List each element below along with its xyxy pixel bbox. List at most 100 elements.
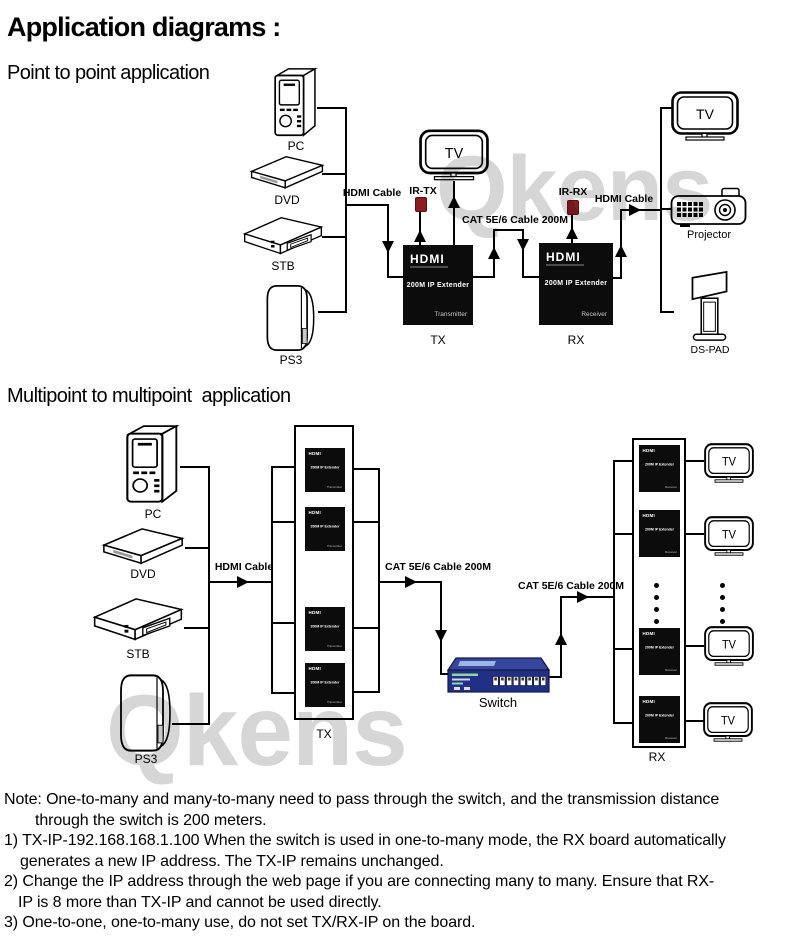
ir-tx-label: IR-TX [409,185,437,197]
dspad-label: DS-PAD [690,344,730,356]
stb-icon [242,216,324,255]
pc-label: PC [287,139,305,153]
mp-tx-out-bus [378,468,380,693]
switch-label: Switch [478,695,518,710]
rx-extender-box: HDMI 200M IP Extender Receiver [539,243,613,325]
rx-label: RX [648,750,666,764]
arrow-down-icon [517,239,529,251]
extender-model: 200M IP Extender [544,280,608,287]
mp-tx-in-bus [271,466,273,694]
cat-cable-label: CAT 5E/6 Cable 200M [462,214,569,226]
tv-icon: TV [703,702,753,742]
ir-rx-dongle-icon [567,200,579,215]
note-line: through the switch is 200 meters. [35,811,267,829]
mp-tx-out-stub [354,468,380,470]
mp-stb-stub [184,627,210,629]
extender-model: 200M IP Extender [645,528,674,532]
p2p-into-tx-line [387,276,403,278]
ps3-label: PS3 [279,353,303,367]
mp-tx-in-stub [273,622,294,624]
ps3-label: PS3 [134,752,158,766]
extender-model: 200M IP Extender [310,625,340,629]
ellipsis-dot [720,607,725,612]
ellipsis-dot [654,619,659,624]
mp-cat1-v [440,581,442,675]
pc-icon [126,424,180,504]
tv-icon: TV [419,129,489,181]
extender-model: 200M IP Extender [406,282,470,289]
tv-text: TV [696,106,715,122]
p2p-irtx-line [419,209,421,245]
watermark: Qkens [106,675,408,787]
hdmi-logo: HDMI [308,610,321,615]
p2p-hdmi-line-h [345,204,389,206]
ellipsis-dot [654,595,659,600]
arrow-up-icon [414,230,426,242]
p2p-projector-stub [662,208,672,210]
mp-rx-in-stub [613,722,632,724]
mp-rx-in-stub [615,533,632,535]
hdmi-logo: HDMI [410,252,445,266]
tv-icon: TV [671,91,739,141]
arrow-up-icon [615,245,627,257]
mp-rx-in-bus [613,460,615,724]
ps3-icon [120,674,171,752]
p2p-cat-line-h [493,229,524,231]
p2p-heading: Point to point application [7,62,210,84]
p2p-hdmi-out-h [620,209,662,211]
cat-cable-label: CAT 5E/6 Cable 200M [385,561,492,573]
hdmi-cable-label: HDMI Cable [342,187,402,199]
p2p-rx-out-line [613,277,622,279]
arrow-right-icon [405,576,417,588]
mp-tx-out-stub [354,691,380,693]
ellipsis-dot [654,583,659,588]
mp-rx-in-stub [615,460,632,462]
p2p-sink-bus [660,107,662,313]
mp-tv-stub [686,645,704,647]
tv-text: TV [722,529,736,541]
arrow-down-icon [435,630,447,642]
cat-cable-label: CAT 5E/6 Cable 200M [518,580,625,592]
mp-tx-in-stub [273,521,294,523]
mp-tv-stub [686,460,704,462]
mp-rx-in-stub [615,648,632,650]
hdmi-logo: HDMI [642,448,655,453]
hdmi-logo: HDMI [546,250,581,264]
p2p-cat-line-v2 [522,229,524,278]
arrow-up-icon [488,247,500,259]
hdmi-logo: HDMI [642,513,655,518]
ir-rx-label: IR-RX [558,186,588,198]
p2p-dvd-stub [322,173,347,175]
projector-label: Projector [686,229,732,241]
projector-icon [670,187,747,227]
mp-tx-out-stub [354,521,380,523]
stb-label: STB [271,259,295,273]
tx-label: TX [430,333,446,347]
p2p-ps3-stub [318,311,347,313]
note-line: generates a new IP address. The TX-IP re… [20,852,444,870]
extender-model: 200M IP Extender [310,466,340,470]
ir-tx-dongle-icon [415,197,427,212]
tv-text: TV [445,146,464,162]
ellipsis-dot [720,595,725,600]
mp-tx-in-stub [273,466,294,468]
note-line: Note: One-to-many and many-to-many need … [4,791,720,808]
mp-switch-out [548,676,562,678]
arrow-right-icon [629,204,641,216]
switch-icon [446,657,550,693]
tv-icon: TV [704,626,754,666]
note-line: IP is 8 more than TX-IP and cannot be us… [18,893,382,911]
extender-role: Transmitter [326,701,342,704]
extender-role: Receiver [581,311,607,318]
mp-tx-out-stub [354,627,380,629]
mp-ps3-stub [172,723,210,725]
mp-tv-stub [686,533,704,535]
tv-text: TV [721,715,735,727]
ellipsis-dot [720,619,725,624]
dvd-icon [101,528,185,565]
dspad-icon [691,270,728,341]
extender-role: Receiver [665,669,677,672]
